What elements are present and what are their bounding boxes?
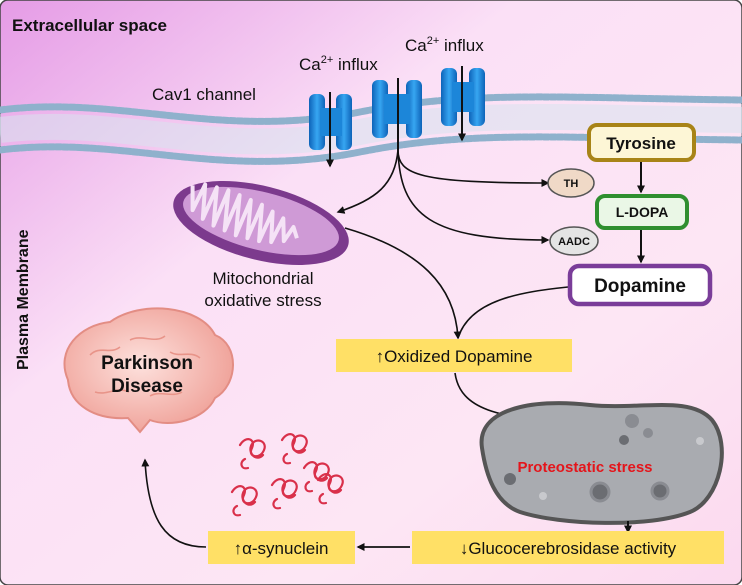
gcase-box: [412, 531, 724, 564]
cav1-channel-2: [372, 80, 422, 138]
alpha-synuclein-aggregates-icon: [230, 433, 344, 517]
brain-icon: [63, 307, 234, 434]
proteostatic-vesicle-icon: [479, 401, 724, 525]
extracellular-label: Extracellular space: [12, 16, 167, 35]
aadc-label: AADC: [558, 236, 590, 248]
oxidized-dopamine-label: ↑Oxidized Dopamine: [376, 347, 533, 366]
cav1-channel-label: Cav1 channel: [152, 85, 256, 104]
cav1-channel-1: [309, 94, 352, 150]
th-enzyme: [547, 168, 595, 198]
arrow-dopamine-to-oxdopamine: [457, 286, 569, 339]
gcase-label: ↓Glucocerebrosidase activity: [460, 539, 677, 558]
parkinson-label-line1: Parkinson: [101, 353, 193, 374]
mito-label-line1: Mitochondrial: [212, 269, 313, 288]
th-label: TH: [564, 178, 579, 190]
arrow-to-aadc: [397, 149, 550, 244]
dopamine-box: [567, 263, 713, 307]
parkinson-label-line2: Disease: [111, 376, 183, 397]
aadc-enzyme: [549, 226, 599, 256]
ca-influx-label-2: Ca2+ influx: [405, 35, 484, 55]
arrow-synuclein-to-pd: [141, 458, 207, 548]
alpha-synuclein-label: ↑α-synuclein: [234, 539, 329, 558]
cav1-channel-3: [441, 68, 485, 126]
tyrosine-label: Tyrosine: [606, 134, 676, 153]
arrow-to-mitochondria: [336, 149, 399, 214]
mitochondrion-icon: [173, 181, 349, 265]
mito-label-line2: oxidative stress: [204, 291, 321, 310]
alpha-synuclein-box: [208, 531, 355, 564]
l-dopa-label: L-DOPA: [616, 204, 669, 220]
l-dopa-box: [595, 194, 689, 230]
dopamine-label: Dopamine: [594, 276, 686, 297]
tyrosine-box: [587, 123, 696, 162]
plasma-membrane-label: Plasma Membrane: [15, 229, 32, 370]
arrow-mito-to-oxdopamine: [344, 227, 462, 340]
oxidized-dopamine-box: [336, 339, 572, 372]
proteostatic-stress-label: Proteostatic stress: [517, 459, 652, 476]
ca-influx-label-1: Ca2+ influx: [299, 54, 378, 74]
